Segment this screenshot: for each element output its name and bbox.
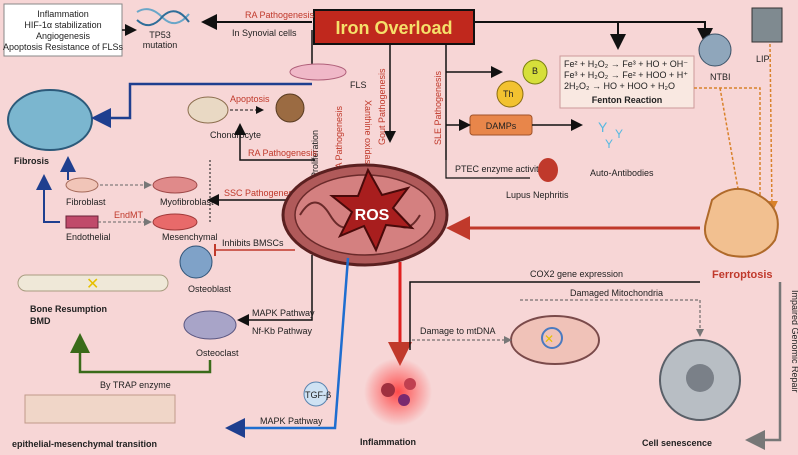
inhibits-bmscs-label: Inhibits BMSCs <box>222 238 284 248</box>
bone-x-icon: ✕ <box>86 276 99 293</box>
mutation-label: mutation <box>143 40 178 50</box>
lip-label: LIP <box>756 54 770 64</box>
box-item-apoptosis-resistance: Apoptosis Resistance of FLSs <box>3 42 124 52</box>
inflammation-label: Inflammation <box>360 437 416 447</box>
cox2-label: COX2 gene expression <box>530 269 623 279</box>
endmt-label: EndMT <box>114 210 144 220</box>
proliferation-label: Proliferation <box>310 130 320 178</box>
damage-mtdna-label: Damage to mtDNA <box>420 326 496 336</box>
damps-label: DAMPs <box>486 121 517 131</box>
svg-text:Y: Y <box>605 137 613 151</box>
gout-pathogenesis-label: Gout Pathogenesis <box>377 68 387 145</box>
iron-overload-title: Iron Overload <box>335 18 452 38</box>
bone-resumption-label: Bone Resumption <box>30 304 107 314</box>
ferroptosis-label: Ferroptosis <box>712 269 773 281</box>
ssc-pathogenesis-label: SSC Pathogenesis <box>224 188 300 198</box>
ntbi-icon <box>698 33 732 67</box>
tgf-beta-icon <box>303 381 329 407</box>
nfkb-pathway-label: Nf-Kb Pathway <box>252 326 313 336</box>
epithelial-cells-icon <box>24 394 176 424</box>
auto-antibodies-label: Auto-Antibodies <box>590 168 654 178</box>
svg-text:Y: Y <box>615 127 623 141</box>
emt-label: epithelial-mesenchymal transition <box>12 439 157 449</box>
osteoclast-icon <box>183 310 237 340</box>
bmd-label: BMD <box>30 316 51 326</box>
th-label: Th <box>503 89 514 99</box>
fenton-eq-3: 2H₂O₂ → HO + HOO + H₂O <box>564 81 675 91</box>
tgf-beta-label: TGF-β <box>305 390 331 400</box>
ptec-label: PTEC enzyme activity <box>455 164 544 174</box>
inflammation-glow <box>364 358 432 426</box>
fls-label: FLS <box>350 80 367 90</box>
fenton-title: Fenton Reaction <box>592 95 663 105</box>
lip-icon <box>751 7 783 43</box>
chondrocyte-icon <box>187 96 229 124</box>
impaired-genomic-repair-label: Impaired Genomic Repair <box>790 290 798 393</box>
xanthine-oxidase-label: Xanthine oxidase <box>363 100 373 169</box>
ros-label: ROS <box>355 207 390 224</box>
ros-burst-icon <box>329 167 415 253</box>
ferroptotic-cell-icon <box>704 188 779 258</box>
immune-cell-icon <box>381 383 395 397</box>
damaged-mitochondrion-icon <box>510 315 600 365</box>
svg-text:Y: Y <box>598 119 608 135</box>
box-item-hif: HIF-1α stabilization <box>24 20 101 30</box>
mtdna-x-icon: ✕ <box>544 332 554 346</box>
mapk-pathway-label-2: MAPK Pathway <box>260 416 323 426</box>
fibroblast-label: Fibroblast <box>66 197 106 207</box>
sle-pathogenesis-label: SLE Pathogenesis <box>433 70 443 145</box>
cell-senescence-label: Cell senescence <box>642 438 712 448</box>
fibroblast-icon <box>65 177 99 193</box>
fls-cell-icon <box>289 63 347 81</box>
ra-pathogenesis-2: RA Pathogenesis <box>248 148 318 158</box>
kidney-icon <box>538 158 558 182</box>
myofibroblast-label: Myofibroblast <box>160 197 214 207</box>
apoptotic-cell-icon <box>275 93 305 123</box>
myofibroblast-icon <box>152 176 198 194</box>
mesenchymal-icon <box>152 213 198 231</box>
fenton-eq-2: Fe³ + H₂O₂ → Fe² + HOO + H⁺ <box>564 70 688 80</box>
fibrosis-label: Fibrosis <box>14 156 49 166</box>
apoptosis-label: Apoptosis <box>230 94 270 104</box>
endothelial-icon <box>65 215 99 229</box>
th-cell-icon <box>496 80 524 108</box>
fenton-eq-1: Fe² + H₂O₂ → Fe³ + HO + OH⁻ <box>564 59 688 69</box>
damaged-mito-label: Damaged Mitochondria <box>570 288 663 298</box>
tp53-label: TP53 <box>149 30 171 40</box>
trap-enzyme-label: By TRAP enzyme <box>100 380 171 390</box>
chondrocyte-label: Chondrocyte <box>210 130 261 140</box>
dna-icon <box>136 8 190 27</box>
box-item-angiogenesis: Angiogenesis <box>36 31 91 41</box>
ra-pathogenesis-top: RA Pathogenesis <box>245 10 315 20</box>
antibodies-icon: Y Y Y <box>598 119 623 151</box>
osteoclast-label: Osteoclast <box>196 348 239 358</box>
lupus-nephritis-label: Lupus Nephritis <box>506 190 569 200</box>
endothelial-label: Endothelial <box>66 232 111 242</box>
bone-icon <box>17 274 169 292</box>
in-synovial-cells-label: In Synovial cells <box>232 28 297 38</box>
ra-pathogenesis-vertical: RA Pathogenesis <box>334 105 344 175</box>
box-item-inflammation: Inflammation <box>37 9 89 19</box>
mesenchymal-label: Mesenchymal <box>162 232 218 242</box>
immune-cell-icon <box>404 378 416 390</box>
immune-cell-icon <box>398 394 410 406</box>
osteoblast-label: Osteoblast <box>188 284 232 294</box>
iron-overload-box <box>313 9 475 45</box>
ntbi-label: NTBI <box>710 72 731 82</box>
osteoblast-icon <box>179 245 213 279</box>
fenton-box <box>559 55 695 109</box>
fibrosis-tissue-icon <box>7 89 93 151</box>
b-label: B <box>532 66 538 76</box>
b-cell-icon <box>522 59 548 85</box>
feature-box <box>3 3 123 57</box>
mapk-pathway-label-1: MAPK Pathway <box>252 308 315 318</box>
